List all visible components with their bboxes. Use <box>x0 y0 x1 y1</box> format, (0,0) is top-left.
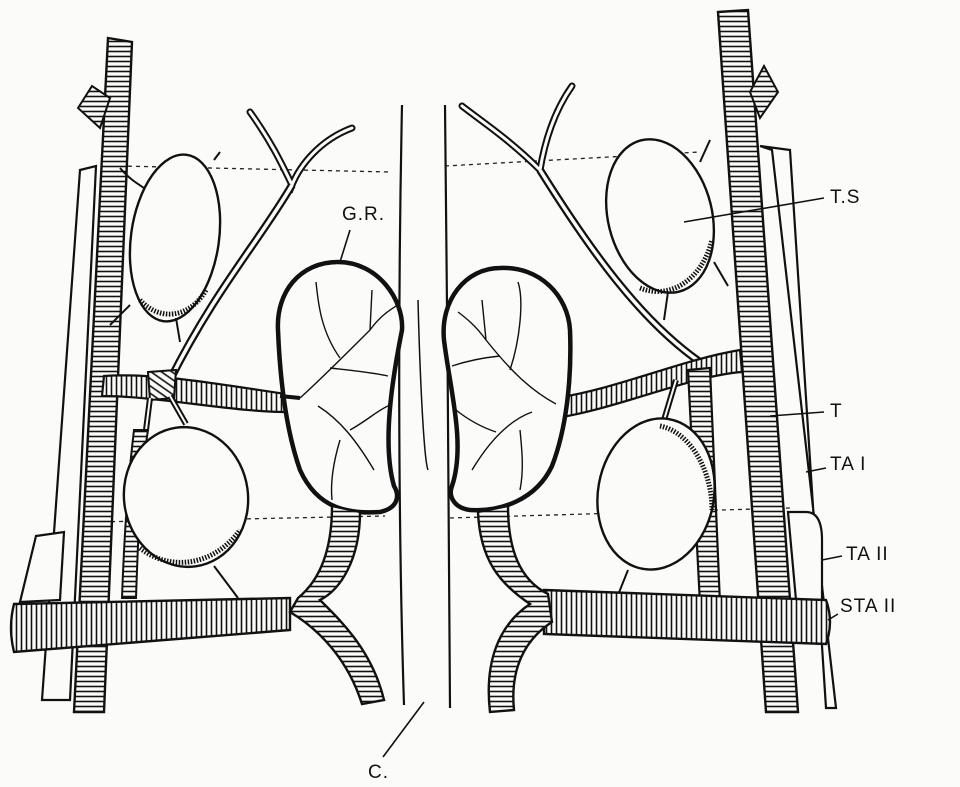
label-sta2: STA II <box>840 596 896 617</box>
label-t: T <box>830 401 843 422</box>
label-gr: G.R. <box>342 204 385 225</box>
label-ta1: TA I <box>830 454 866 475</box>
left-gland-stalk <box>280 396 300 398</box>
label-ts: T.S <box>830 187 860 208</box>
label-ta2: TA II <box>846 544 889 565</box>
label-c: C. <box>368 762 389 783</box>
right-lower-trunk <box>544 590 830 644</box>
